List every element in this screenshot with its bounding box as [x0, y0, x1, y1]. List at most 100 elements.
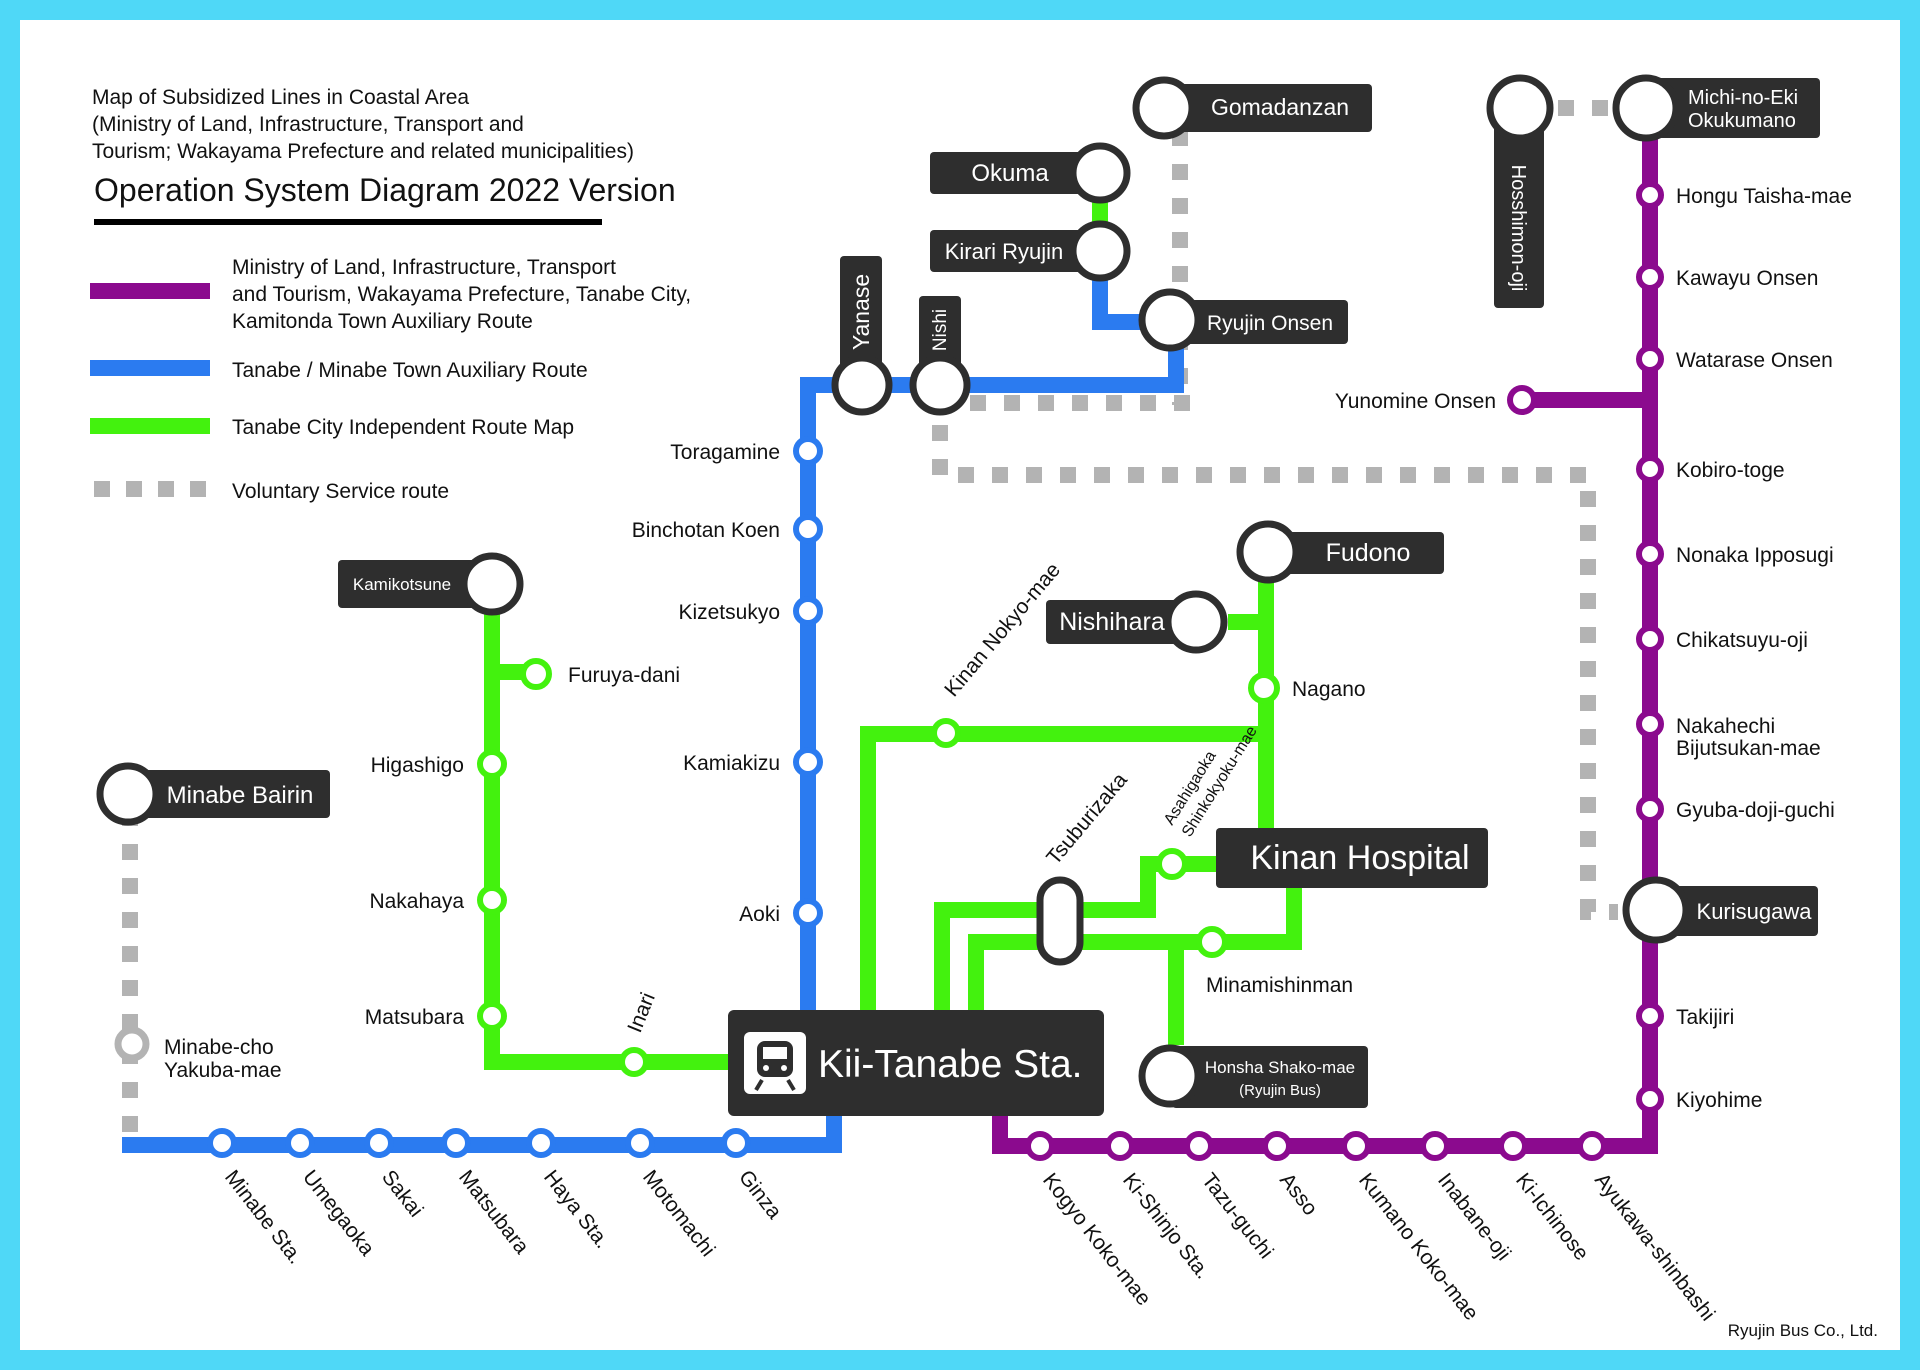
label-hongu-taisha-mae: Hongu Taisha-mae	[1676, 185, 1852, 208]
label-purple-asso: Asso	[1275, 1169, 1322, 1220]
stop-inari[interactable]	[619, 1047, 649, 1077]
station-gomadanzan-node	[1132, 76, 1196, 140]
station-michi-no-eki-label-2: Okukumano	[1688, 110, 1796, 132]
station-minabe-bairin-node	[96, 762, 160, 826]
stop-matsubara-green[interactable]	[477, 1001, 507, 1031]
station-hosshimon-oji[interactable]: Hosshimon-oji	[1486, 74, 1554, 308]
station-ryujin-onsen[interactable]: Ryujin Onsen	[1138, 288, 1348, 352]
label-yunomine-onsen: Yunomine Onsen	[1335, 390, 1496, 413]
stop-minabe-cho[interactable]	[114, 1026, 150, 1062]
stop-chikatsuyu-oji[interactable]	[1636, 625, 1664, 653]
station-fudono[interactable]: Fudono	[1236, 520, 1444, 584]
station-minabe-bairin[interactable]: Minabe Bairin	[96, 762, 330, 826]
stop-hongu-taisha-mae[interactable]	[1636, 181, 1664, 209]
station-yanase-label: Yanase	[848, 274, 874, 350]
station-okuma-label: Okuma	[971, 160, 1049, 187]
station-okuma[interactable]: Okuma	[930, 142, 1131, 204]
stop-purple-kumano-koko-mae[interactable]	[1341, 1131, 1371, 1161]
legend-purple-line-2: and Tourism, Wakayama Prefecture, Tanabe…	[232, 283, 691, 306]
hub-kii-tanabe[interactable]: Kii-Tanabe Sta.	[728, 1010, 1104, 1116]
station-kamikotsune-label: Kamikotsune	[353, 575, 451, 594]
legend: Ministry of Land, Infrastructure, Transp…	[90, 256, 691, 503]
station-kirari-ryujin-label: Kirari Ryujin	[945, 239, 1064, 264]
stop-nakahaya[interactable]	[477, 885, 507, 915]
label-blue-ginza: Ginza	[734, 1166, 786, 1224]
label-blue-umegaoka: Umegaoka	[298, 1166, 379, 1260]
hub-label: Kii-Tanabe Sta.	[818, 1043, 1083, 1086]
station-kamikotsune[interactable]: Kamikotsune	[338, 552, 524, 616]
label-kiyohime: Kiyohime	[1676, 1089, 1762, 1112]
stop-higashigo[interactable]	[477, 749, 507, 779]
stop-kizetsukyo[interactable]	[793, 596, 823, 626]
station-honsha-shako-mae[interactable]: Honsha Shako-mae (Ryujin Bus)	[1138, 1044, 1368, 1108]
label-takijiri: Takijiri	[1676, 1006, 1734, 1029]
stop-binchotan-koen[interactable]	[793, 514, 823, 544]
station-fudono-label: Fudono	[1326, 539, 1411, 567]
subtitle-line-2: (Ministry of Land, Infrastructure, Trans…	[92, 113, 524, 136]
stop-toragamine[interactable]	[793, 436, 823, 466]
stop-blue-motomachi[interactable]	[625, 1128, 655, 1158]
subtitle-line-1: Map of Subsidized Lines in Coastal Area	[92, 86, 469, 109]
station-kurisugawa-node	[1622, 876, 1690, 944]
station-nishihara[interactable]: Nishihara	[1046, 590, 1228, 654]
station-minabe-bairin-label: Minabe Bairin	[167, 782, 314, 809]
stop-blue-haya-sta[interactable]	[526, 1128, 556, 1158]
stop-blue-minabe-sta[interactable]	[207, 1128, 237, 1158]
stop-kobiro-toge[interactable]	[1636, 455, 1664, 483]
stop-aoki[interactable]	[793, 898, 823, 928]
stop-blue-umegaoka[interactable]	[285, 1128, 315, 1158]
legend-swatch-green	[90, 418, 210, 434]
stop-purple-kogyo-koko-mae[interactable]	[1025, 1131, 1055, 1161]
station-nishi[interactable]: Nishi	[909, 296, 971, 416]
green-route-minamishinman	[968, 888, 1302, 1016]
stop-purple-inabane-oji[interactable]	[1420, 1131, 1450, 1161]
stop-nakahechi[interactable]	[1636, 710, 1664, 738]
label-minabe-cho-1: Minabe-cho	[164, 1036, 274, 1059]
stop-kinan-nokyo-mae[interactable]	[931, 718, 961, 748]
stop-kawayu-onsen[interactable]	[1636, 263, 1664, 291]
stop-minamishinman[interactable]	[1196, 926, 1228, 958]
stop-purple-ayukawa-shinbashi[interactable]	[1577, 1131, 1607, 1161]
stop-nonaka-ipposugi[interactable]	[1636, 540, 1664, 568]
stop-kamiakizu[interactable]	[793, 747, 823, 777]
stop-purple-ki-shinjo-sta[interactable]	[1105, 1131, 1135, 1161]
green-route-kinan-nokyo	[860, 726, 1266, 1016]
station-hosshimon-oji-node	[1486, 74, 1554, 142]
station-yanase[interactable]: Yanase	[831, 256, 893, 416]
label-kawayu-onsen: Kawayu Onsen	[1676, 267, 1818, 290]
stop-purple-asso[interactable]	[1262, 1131, 1292, 1161]
legend-blue-label: Tanabe / Minabe Town Auxiliary Route	[232, 359, 588, 382]
stop-gyuba-doji-guchi[interactable]	[1636, 795, 1664, 823]
train-icon-glyph	[754, 1041, 796, 1092]
stop-nagano[interactable]	[1248, 672, 1280, 704]
stop-purple-ki-ichinose[interactable]	[1498, 1131, 1528, 1161]
station-gomadanzan[interactable]: Gomadanzan	[1132, 76, 1372, 140]
stop-takijiri[interactable]	[1636, 1002, 1664, 1030]
stop-asahigaoka[interactable]	[1156, 848, 1188, 880]
stop-tsuburizaka-node[interactable]	[1036, 876, 1084, 966]
stop-blue-sakai[interactable]	[364, 1128, 394, 1158]
stop-blue-matsubara[interactable]	[441, 1128, 471, 1158]
stop-yunomine-onsen[interactable]	[1507, 385, 1537, 415]
station-ryujin-onsen-node	[1138, 288, 1202, 352]
station-kinan-hospital[interactable]: Kinan Hospital	[1216, 828, 1488, 888]
label-furuya-dani: Furuya-dani	[568, 664, 680, 687]
stop-blue-ginza[interactable]	[721, 1128, 751, 1158]
station-michi-no-eki[interactable]: Michi-no-Eki Okukumano	[1612, 74, 1820, 142]
station-kurisugawa[interactable]: Kurisugawa	[1622, 876, 1818, 944]
stop-kiyohime[interactable]	[1636, 1085, 1664, 1113]
label-inari: Inari	[623, 989, 660, 1036]
stops	[114, 181, 1664, 1113]
stop-watarase-onsen[interactable]	[1636, 345, 1664, 373]
page-title: Operation System Diagram 2022 Version	[94, 172, 676, 208]
label-purple-inabane-oji: Inabane-oji	[1433, 1169, 1515, 1265]
label-kizetsukyo: Kizetsukyo	[678, 601, 780, 624]
label-toragamine: Toragamine	[670, 441, 780, 464]
stop-furuya-dani[interactable]	[520, 658, 552, 690]
stop-purple-tazu-guchi[interactable]	[1184, 1131, 1214, 1161]
label-matsubara-green: Matsubara	[365, 1006, 465, 1029]
station-kirari-ryujin[interactable]: Kirari Ryujin	[930, 220, 1131, 282]
station-michi-no-eki-node	[1612, 74, 1680, 142]
